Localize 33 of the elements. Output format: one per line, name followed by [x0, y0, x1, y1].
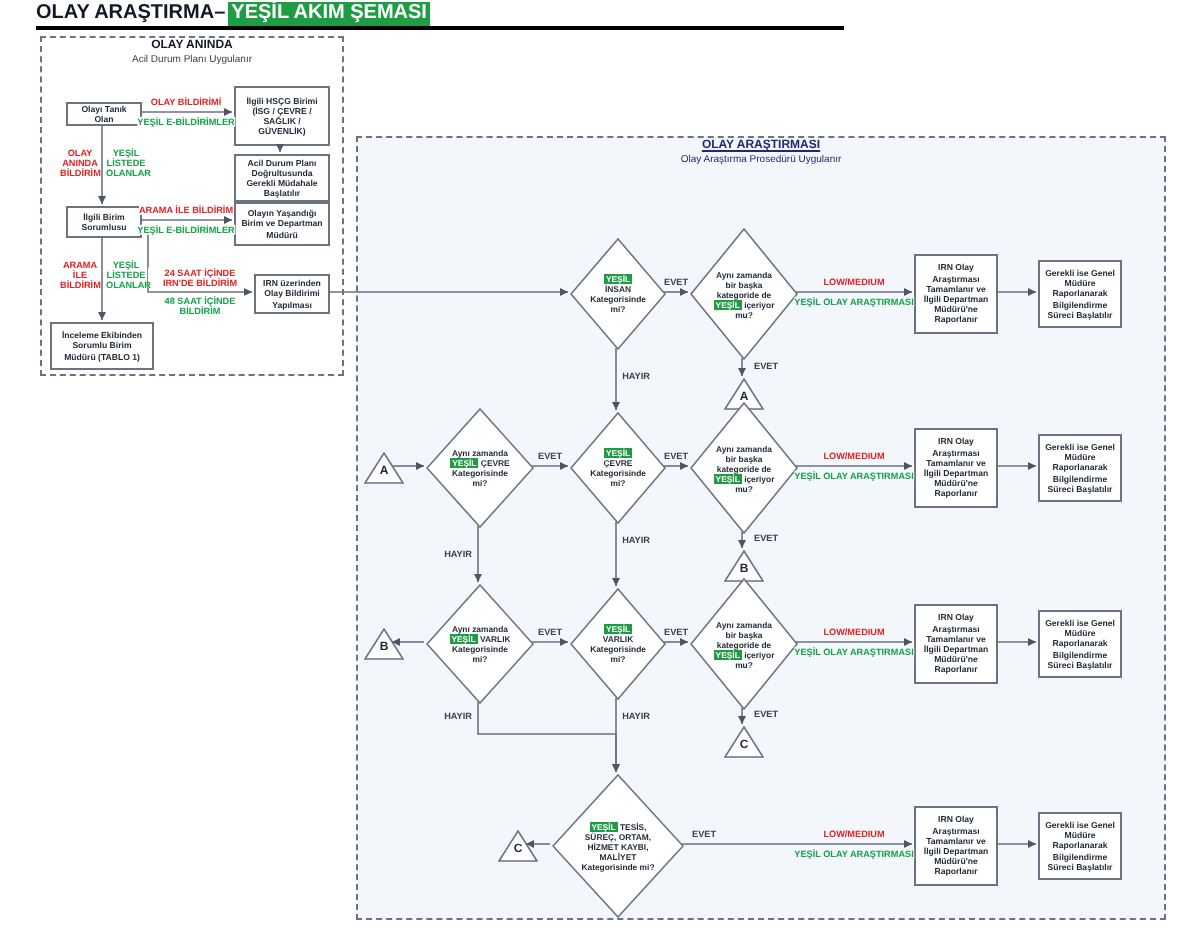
dashed-group-frame	[40, 36, 344, 376]
arrow	[795, 288, 913, 296]
arrow	[139, 216, 233, 224]
arrow	[612, 697, 620, 773]
arrow	[995, 638, 1037, 646]
arrow	[474, 525, 482, 583]
arrow	[98, 123, 106, 205]
arrow	[327, 288, 569, 296]
arrow	[663, 462, 689, 470]
arrow	[391, 462, 425, 470]
arrow	[612, 521, 620, 587]
dashed-group-frame	[356, 136, 1166, 920]
arrow	[391, 638, 425, 646]
arrow	[663, 288, 689, 296]
arrow	[995, 840, 1037, 848]
arrow	[681, 840, 913, 848]
arrow	[139, 108, 233, 116]
arrow	[531, 462, 569, 470]
page-title: OLAY ARAŞTIRMA–	[36, 2, 226, 26]
arrow	[663, 638, 689, 646]
arrow	[995, 462, 1037, 470]
title-highlight: YEŞİL AKIM ŞEMASI	[227, 2, 431, 26]
arrow	[612, 347, 620, 411]
arrow	[738, 707, 746, 725]
arrow	[98, 235, 106, 321]
arrow	[531, 638, 569, 646]
arrow	[995, 288, 1037, 296]
arrow	[525, 840, 551, 848]
arrow	[738, 531, 746, 549]
arrow	[795, 462, 913, 470]
arrow	[795, 638, 913, 646]
arrow	[738, 357, 746, 377]
arrow	[276, 143, 284, 153]
